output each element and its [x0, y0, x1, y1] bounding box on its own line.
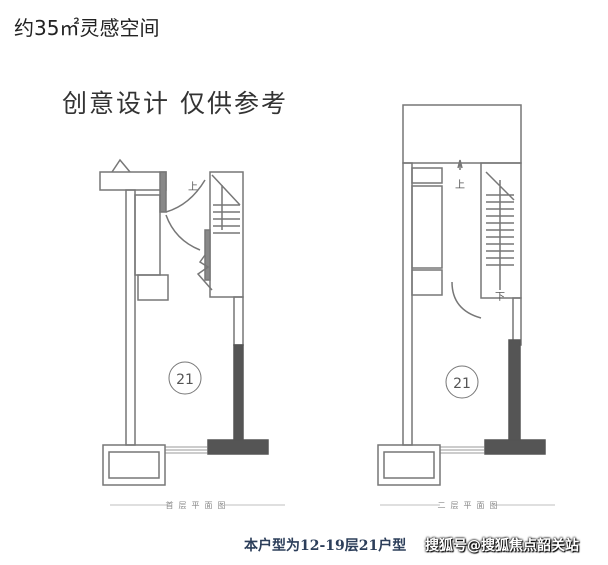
second-floor-plan — [377, 104, 555, 506]
window — [165, 446, 208, 454]
right-wall — [512, 297, 522, 346]
door-swing — [451, 281, 482, 319]
stair-wall — [204, 229, 211, 281]
shelf — [411, 167, 443, 184]
top-balcony — [99, 171, 167, 191]
solid-wall — [508, 339, 521, 446]
balcony-inner — [383, 451, 435, 479]
first-floor-plan — [99, 158, 285, 506]
stair-up-label: 上 — [188, 181, 198, 193]
unit-circle — [445, 365, 479, 399]
bathroom — [411, 269, 443, 296]
solid-wall — [233, 344, 244, 446]
left-wall — [402, 162, 413, 446]
break-line — [196, 254, 213, 291]
stair-treads — [211, 174, 241, 234]
stair-down-label: 下 — [495, 292, 505, 303]
right-wall — [233, 296, 244, 346]
unit-number: 21 — [453, 376, 471, 392]
page-subtitle: 创意设计 仅供参考 — [62, 89, 288, 118]
stair-box — [480, 162, 522, 299]
unit-circle — [168, 361, 202, 395]
stair-treads — [457, 159, 515, 290]
page-title: 约35㎡灵感空间 — [14, 16, 160, 40]
door-swing-2 — [165, 214, 201, 251]
solid-wall-base — [207, 439, 269, 455]
left-wall — [125, 189, 136, 446]
door-swing — [165, 179, 206, 213]
unit-caption: 本户型为12-19层21户型 — [244, 538, 407, 554]
bottom-balcony — [102, 444, 166, 486]
door-jamb — [159, 171, 167, 213]
plan-label: 二层平面图 — [438, 501, 503, 510]
wardrobe — [411, 185, 443, 269]
top-void — [402, 104, 522, 164]
stair-up-label: 上 — [455, 179, 465, 191]
bottom-balcony — [377, 444, 441, 486]
solid-wall-base — [484, 439, 546, 455]
entry-marker — [111, 158, 131, 173]
wardrobe — [134, 194, 161, 276]
balcony-inner — [108, 451, 160, 479]
bathroom — [137, 274, 169, 301]
unit-number: 21 — [176, 372, 194, 388]
window — [440, 446, 485, 454]
plan-label: 首层平面图 — [166, 500, 231, 510]
watermark: 搜狐号@搜狐焦点韶关站 — [425, 538, 579, 554]
